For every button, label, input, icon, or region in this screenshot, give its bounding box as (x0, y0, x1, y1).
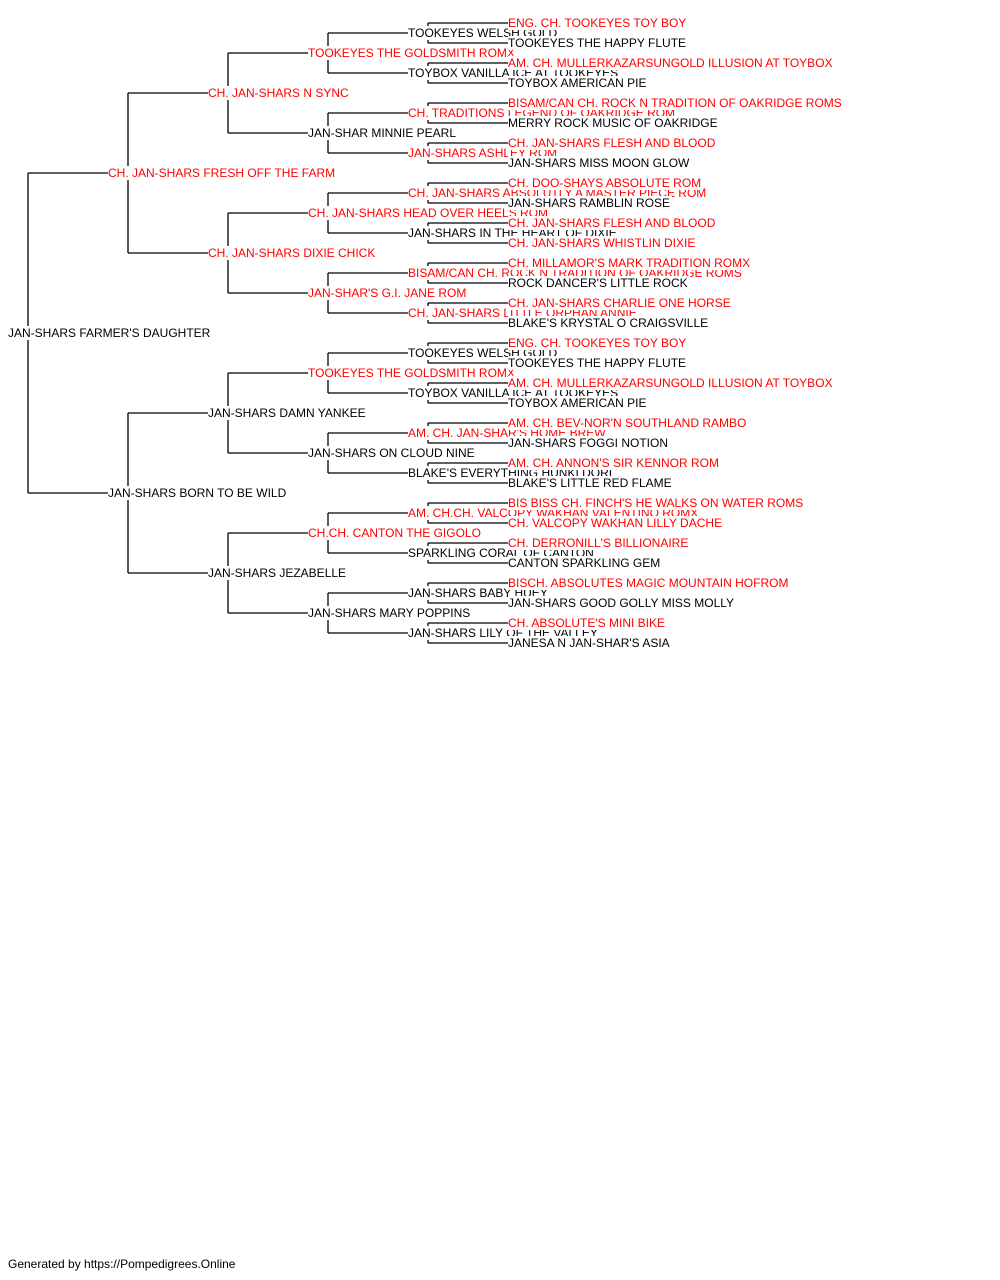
pedigree-entry-sire-sire-dam-dam-dam: JAN-SHARS MISS MOON GLOW (508, 156, 692, 170)
pedigree-entry-dam-dam-sire: CH.CH. CANTON THE GIGOLO (308, 526, 483, 540)
pedigree-entry-sire-sire-sire: TOOKEYES THE GOLDSMITH ROMX (308, 46, 517, 60)
pedigree-entry-dam-dam-dam-dam-sire: CH. ABSOLUTE'S MINI BIKE (508, 616, 667, 630)
pedigree-entry-dam-dam: JAN-SHARS JEZABELLE (208, 566, 349, 580)
pedigree-entry-sire-dam-dam: JAN-SHAR'S G.I. JANE ROM (308, 286, 469, 300)
pedigree-entry-dam-dam-dam: JAN-SHARS MARY POPPINS (308, 606, 473, 620)
pedigree-entry-dam-dam-dam-sire-dam: JAN-SHARS GOOD GOLLY MISS MOLLY (508, 596, 737, 610)
pedigree-entry-sire: CH. JAN-SHARS FRESH OFF THE FARM (108, 166, 338, 180)
pedigree-entry-dam-dam-sire-dam-sire: CH. DERRONILL'S BILLIONAIRE (508, 536, 691, 550)
pedigree-entry-dam-dam-dam-dam-dam: JANESA N JAN-SHAR'S ASIA (508, 636, 672, 650)
pedigree-entry-sire-dam-sire-dam-sire: CH. JAN-SHARS FLESH AND BLOOD (508, 216, 718, 230)
pedigree-entry-dam-sire-sire-dam-sire: AM. CH. MULLERKAZARSUNGOLD ILLUSION AT T… (508, 376, 835, 390)
pedigree-entry-sire-sire-sire-dam-dam: TOYBOX AMERICAN PIE (508, 76, 649, 90)
pedigree-entry-sire-dam-dam-dam-dam: BLAKE'S KRYSTAL O CRAIGSVILLE (508, 316, 711, 330)
pedigree-entry-dam-dam-sire-sire-sire: BIS BISS CH. FINCH'S HE WALKS ON WATER R… (508, 496, 806, 510)
pedigree-entry-sire-sire-dam: JAN-SHAR MINNIE PEARL (308, 126, 459, 140)
pedigree-entry-subject: JAN-SHARS FARMER'S DAUGHTER (8, 326, 213, 340)
pedigree-entry-dam-sire-dam: JAN-SHARS ON CLOUD NINE (308, 446, 477, 460)
pedigree-entry-sire-dam-sire-dam-dam: CH. JAN-SHARS WHISTLIN DIXIE (508, 236, 698, 250)
pedigree-entry-dam-sire-dam-dam-dam: BLAKE'S LITTLE RED FLAME (508, 476, 674, 490)
pedigree-entry-dam-sire-sire: TOOKEYES THE GOLDSMITH ROMX (308, 366, 517, 380)
pedigree-entry-dam-sire-sire-dam-dam: TOYBOX AMERICAN PIE (508, 396, 649, 410)
pedigree-entry-sire-sire-sire-sire-sire: ENG. CH. TOOKEYES TOY BOY (508, 16, 689, 30)
pedigree-entry-dam-sire-sire-sire-sire: ENG. CH. TOOKEYES TOY BOY (508, 336, 689, 350)
pedigree-entry-dam-dam-sire-dam-dam: CANTON SPARKLING GEM (508, 556, 663, 570)
pedigree-entry-dam-sire-dam-dam-sire: AM. CH. ANNON'S SIR KENNOR ROM (508, 456, 721, 470)
pedigree-entry-dam-dam-sire-sire-dam: CH. VALCOPY WAKHAN LILLY DACHE (508, 516, 725, 530)
pedigree-entry-sire-dam-dam-sire-sire: CH. MILLAMOR'S MARK TRADITION ROMX (508, 256, 753, 270)
pedigree-entry-sire-sire-sire-dam-sire: AM. CH. MULLERKAZARSUNGOLD ILLUSION AT T… (508, 56, 835, 70)
pedigree-entry-dam-sire: JAN-SHARS DAMN YANKEE (208, 406, 368, 420)
pedigree-entry-dam-sire-dam-sire-dam: JAN-SHARS FOGGI NOTION (508, 436, 671, 450)
pedigree-entry-sire-sire-dam-dam-sire: CH. JAN-SHARS FLESH AND BLOOD (508, 136, 718, 150)
pedigree-entry-sire-sire-dam-sire-sire: BISAM/CAN CH. ROCK N TRADITION OF OAKRID… (508, 96, 844, 110)
pedigree-entry-sire-dam-sire-sire-dam: JAN-SHARS RAMBLIN ROSE (508, 196, 673, 210)
pedigree-entry-sire-sire-sire-sire-dam: TOOKEYES THE HAPPY FLUTE (508, 36, 689, 50)
pedigree-entry-sire-dam-sire-sire-sire: CH. DOO-SHAYS ABSOLUTE ROM (508, 176, 704, 190)
pedigree-entry-dam: JAN-SHARS BORN TO BE WILD (108, 486, 289, 500)
generator-credit: Generated by https://Pompedigrees.Online (8, 1257, 236, 1271)
pedigree-entry-dam-sire-sire-sire-dam: TOOKEYES THE HAPPY FLUTE (508, 356, 689, 370)
pedigree-entry-dam-sire-dam-sire-sire: AM. CH. BEV-NOR'N SOUTHLAND RAMBO (508, 416, 749, 430)
pedigree-entry-dam-dam-dam-sire-sire: BISCH. ABSOLUTES MAGIC MOUNTAIN HOFROM (508, 576, 791, 590)
pedigree-entry-sire-dam: CH. JAN-SHARS DIXIE CHICK (208, 246, 378, 260)
pedigree-entry-sire-sire: CH. JAN-SHARS N SYNC (208, 86, 351, 100)
pedigree-entry-sire-sire-dam-sire-dam: MERRY ROCK MUSIC OF OAKRIDGE (508, 116, 720, 130)
pedigree-entry-sire-dam-dam-dam-sire: CH. JAN-SHARS CHARLIE ONE HORSE (508, 296, 733, 310)
pedigree-entry-sire-dam-dam-sire-dam: ROCK DANCER'S LITTLE ROCK (508, 276, 690, 290)
pedigree-entry-sire-dam-sire: CH. JAN-SHARS HEAD OVER HEELS ROM (308, 206, 551, 220)
